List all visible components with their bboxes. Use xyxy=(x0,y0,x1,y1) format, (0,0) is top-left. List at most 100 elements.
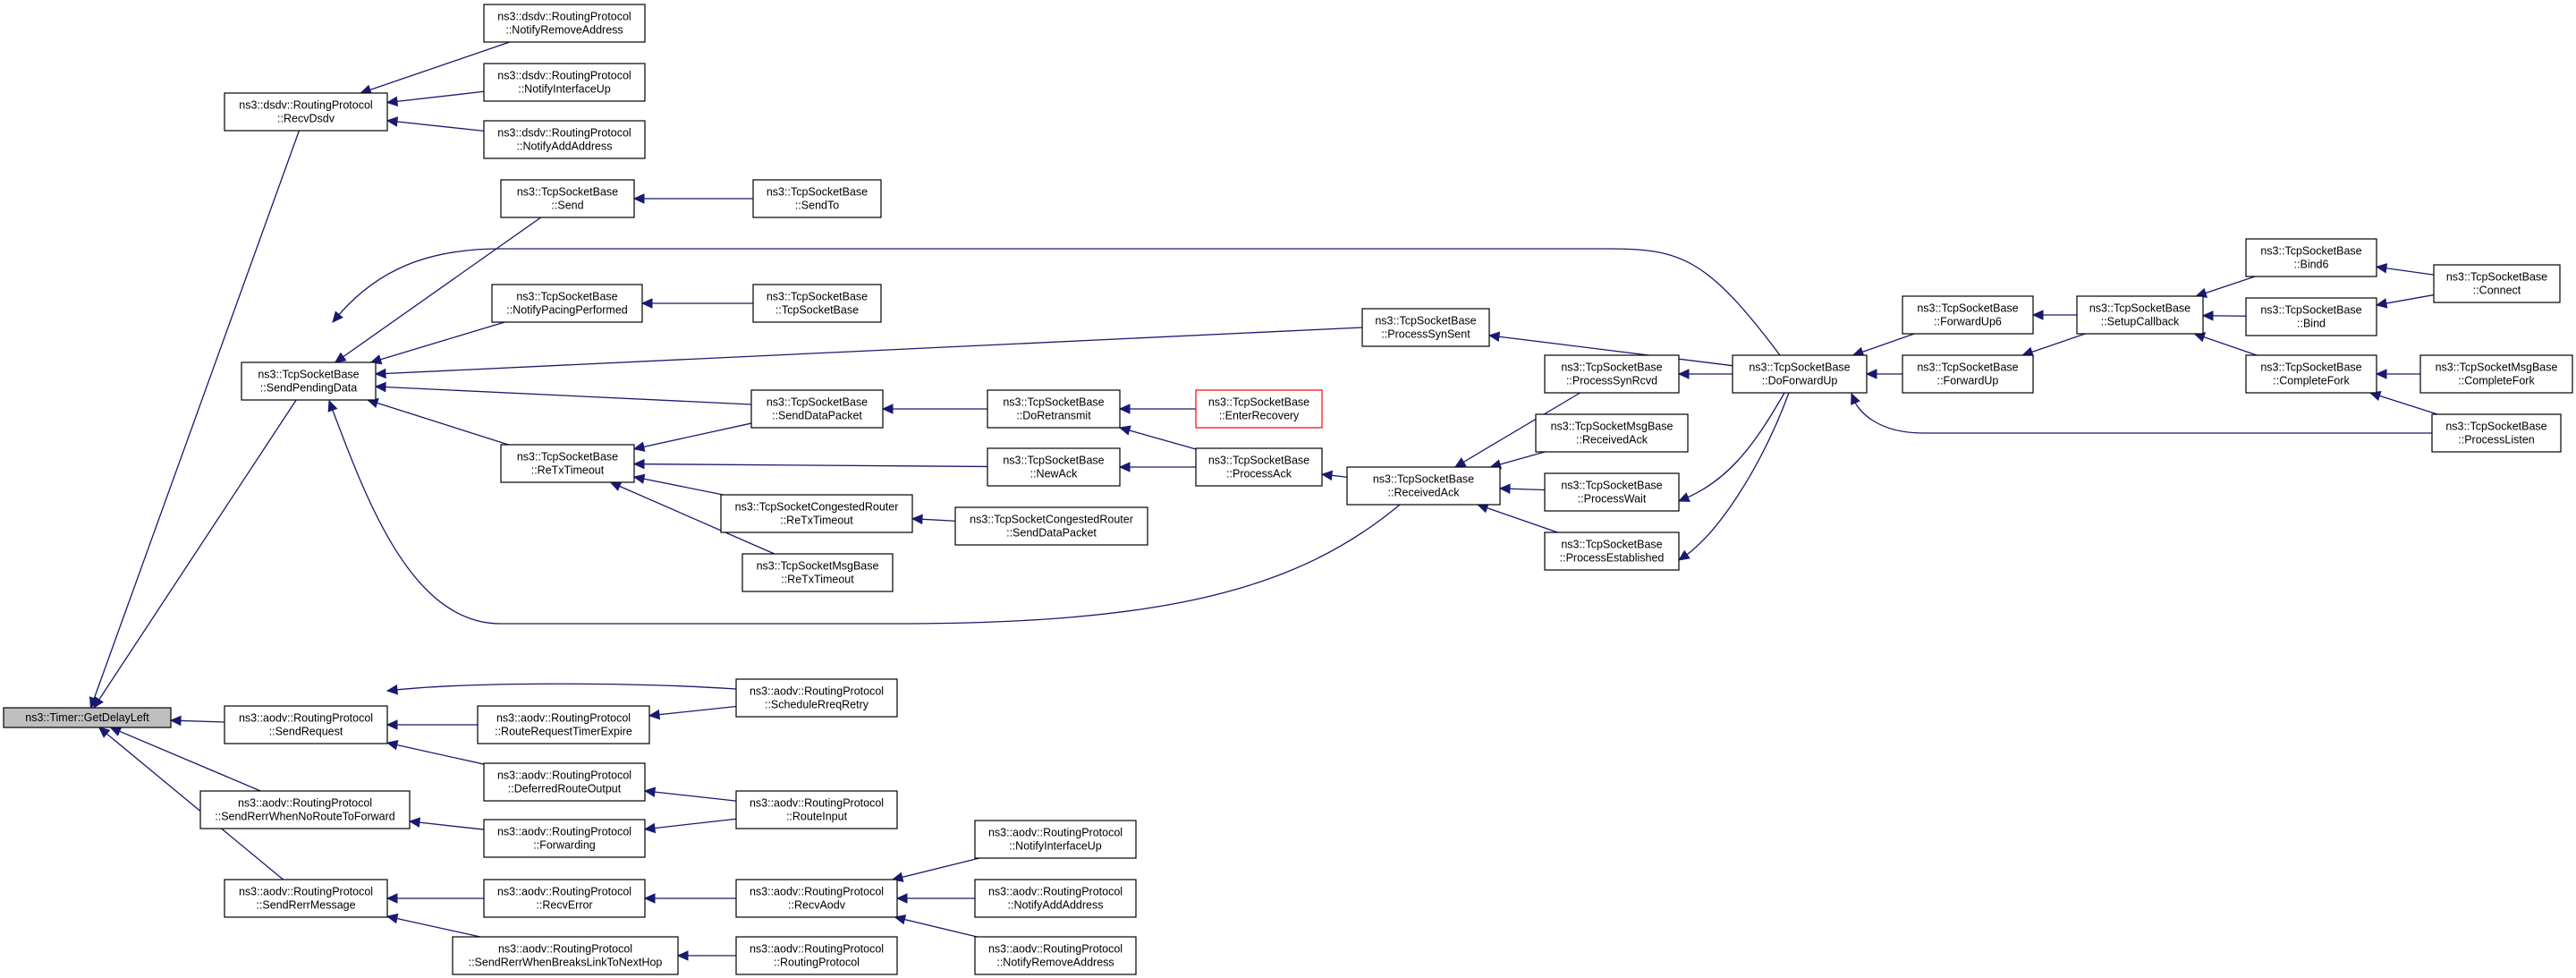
node-aodv-forwarding[interactable]: ns3::aodv::RoutingProtocol::Forwarding xyxy=(483,819,646,858)
node-box[interactable] xyxy=(987,447,1121,487)
node-box[interactable] xyxy=(224,879,388,918)
node-box[interactable] xyxy=(752,179,882,218)
node-box[interactable] xyxy=(1544,354,1680,394)
node-box[interactable] xyxy=(452,936,679,975)
node-box[interactable] xyxy=(1195,389,1323,429)
node-msg-receivedack[interactable]: ns3::TcpSocketMsgBase::ReceivedAck xyxy=(1535,413,1689,453)
node-tcp-synrcvd[interactable]: ns3::TcpSocketBase::ProcessSynRcvd xyxy=(1544,354,1680,394)
node-aodv-ctor[interactable]: ns3::aodv::RoutingProtocol::RoutingProto… xyxy=(735,936,898,975)
node-tcp-established[interactable]: ns3::TcpSocketBase::ProcessEstablished xyxy=(1544,532,1680,571)
node-cong-retx[interactable]: ns3::TcpSocketCongestedRouter::ReTxTimeo… xyxy=(720,494,913,533)
node-aodv-recvaodv[interactable]: ns3::aodv::RoutingProtocol::RecvAodv xyxy=(735,879,898,918)
node-tcp-forwardup[interactable]: ns3::TcpSocketBase::ForwardUp xyxy=(1902,354,2034,394)
node-box[interactable] xyxy=(1732,354,1868,394)
node-tcp-setupcallback[interactable]: ns3::TcpSocketBase::SetupCallback xyxy=(2076,295,2204,335)
node-box[interactable] xyxy=(1535,413,1689,453)
node-box[interactable] xyxy=(3,707,172,728)
node-box[interactable] xyxy=(735,678,898,718)
node-tcp-doforwardup[interactable]: ns3::TcpSocketBase::DoForwardUp xyxy=(1732,354,1868,394)
node-box[interactable] xyxy=(987,389,1121,429)
node-box[interactable] xyxy=(1902,295,2034,335)
node-box[interactable] xyxy=(974,936,1137,975)
node-box[interactable] xyxy=(1361,308,1490,347)
node-box[interactable] xyxy=(483,819,646,858)
node-box[interactable] xyxy=(2419,354,2573,394)
node-tcp-newack[interactable]: ns3::TcpSocketBase::NewAck xyxy=(987,447,1121,487)
node-aodv-recverror[interactable]: ns3::aodv::RoutingProtocol::RecvError xyxy=(483,879,646,918)
node-box[interactable] xyxy=(483,63,646,102)
node-tcp-bind[interactable]: ns3::TcpSocketBase::Bind xyxy=(2245,297,2377,336)
node-box[interactable] xyxy=(974,820,1137,859)
node-tcp-synsent[interactable]: ns3::TcpSocketBase::ProcessSynSent xyxy=(1361,308,1490,347)
node-box[interactable] xyxy=(2245,297,2377,336)
node-box[interactable] xyxy=(954,506,1148,546)
node-cong-senddatapacket[interactable]: ns3::TcpSocketCongestedRouter::SendDataP… xyxy=(954,506,1148,546)
node-tcp-processack[interactable]: ns3::TcpSocketBase::ProcessAck xyxy=(1195,447,1323,487)
node-box[interactable] xyxy=(483,879,646,918)
node-aodv-notify-up[interactable]: ns3::aodv::RoutingProtocol::NotifyInterf… xyxy=(974,820,1137,859)
node-box[interactable] xyxy=(1544,532,1680,571)
node-msg-retx[interactable]: ns3::TcpSocketMsgBase::ReTxTimeout xyxy=(741,553,894,592)
node-tcp-senddatapacket[interactable]: ns3::TcpSocketBase::SendDataPacket xyxy=(750,389,884,429)
node-box[interactable] xyxy=(974,879,1137,918)
node-tcp-completefork[interactable]: ns3::TcpSocketBase::CompleteFork xyxy=(2245,354,2377,394)
node-root[interactable]: ns3::Timer::GetDelayLeft xyxy=(3,707,172,728)
node-msg-completefork[interactable]: ns3::TcpSocketMsgBase::CompleteFork xyxy=(2419,354,2573,394)
node-tcp-forwardup6[interactable]: ns3::TcpSocketBase::ForwardUp6 xyxy=(1902,295,2034,335)
node-aodv-notify-add[interactable]: ns3::aodv::RoutingProtocol::NotifyAddAdd… xyxy=(974,879,1137,918)
node-dsdv-notify-add[interactable]: ns3::dsdv::RoutingProtocol::NotifyAddAdd… xyxy=(483,120,646,159)
node-tcp-send[interactable]: ns3::TcpSocketBase::Send xyxy=(500,179,635,218)
node-box[interactable] xyxy=(224,705,388,744)
node-box[interactable] xyxy=(1902,354,2034,394)
node-aodv-schedulereqretry[interactable]: ns3::aodv::RoutingProtocol::ScheduleRreq… xyxy=(735,678,898,718)
node-box[interactable] xyxy=(1346,466,1501,506)
node-tcp-sendto[interactable]: ns3::TcpSocketBase::SendTo xyxy=(752,179,882,218)
node-aodv-breakslink[interactable]: ns3::aodv::RoutingProtocol::SendRerrWhen… xyxy=(452,936,679,975)
node-box[interactable] xyxy=(199,790,411,829)
node-tcp-enterrecovery[interactable]: ns3::TcpSocketBase::EnterRecovery xyxy=(1195,389,1323,429)
node-box[interactable] xyxy=(483,4,646,43)
node-tcp-ctor[interactable]: ns3::TcpSocketBase::TcpSocketBase xyxy=(752,284,882,323)
node-box[interactable] xyxy=(2245,238,2377,277)
node-box[interactable] xyxy=(224,92,388,132)
node-box[interactable] xyxy=(741,553,894,592)
node-box[interactable] xyxy=(2431,413,2562,453)
node-box[interactable] xyxy=(500,444,635,483)
node-aodv-sendrequest[interactable]: ns3::aodv::RoutingProtocol::SendRequest xyxy=(224,705,388,744)
node-box[interactable] xyxy=(2433,264,2561,303)
node-box[interactable] xyxy=(1544,472,1680,512)
node-tcp-processlisten[interactable]: ns3::TcpSocketBase::ProcessListen xyxy=(2431,413,2562,453)
node-box[interactable] xyxy=(750,389,884,429)
node-box[interactable] xyxy=(241,361,377,401)
node-dsdv-recv[interactable]: ns3::dsdv::RoutingProtocol::RecvDsdv xyxy=(224,92,388,132)
node-box[interactable] xyxy=(735,790,898,829)
node-box[interactable] xyxy=(483,120,646,159)
node-box[interactable] xyxy=(483,762,646,802)
node-box[interactable] xyxy=(2245,354,2377,394)
node-tcp-connect[interactable]: ns3::TcpSocketBase::Connect xyxy=(2433,264,2561,303)
node-tcp-receivedack[interactable]: ns3::TcpSocketBase::ReceivedAck xyxy=(1346,466,1501,506)
node-dsdv-notify-up[interactable]: ns3::dsdv::RoutingProtocol::NotifyInterf… xyxy=(483,63,646,102)
node-tcp-bind6[interactable]: ns3::TcpSocketBase::Bind6 xyxy=(2245,238,2377,277)
node-tcp-pacing[interactable]: ns3::TcpSocketBase::NotifyPacingPerforme… xyxy=(491,284,643,323)
node-aodv-deferredroute[interactable]: ns3::aodv::RoutingProtocol::DeferredRout… xyxy=(483,762,646,802)
node-aodv-senderrmsg[interactable]: ns3::aodv::RoutingProtocol::SendRerrMess… xyxy=(224,879,388,918)
node-dsdv-notify-remove[interactable]: ns3::dsdv::RoutingProtocol::NotifyRemove… xyxy=(483,4,646,43)
node-box[interactable] xyxy=(752,284,882,323)
node-tcp-retx[interactable]: ns3::TcpSocketBase::ReTxTimeout xyxy=(500,444,635,483)
node-box[interactable] xyxy=(477,705,650,744)
node-aodv-routeinput[interactable]: ns3::aodv::RoutingProtocol::RouteInput xyxy=(735,790,898,829)
node-box[interactable] xyxy=(720,494,913,533)
node-box[interactable] xyxy=(735,936,898,975)
node-aodv-notify-remove[interactable]: ns3::aodv::RoutingProtocol::NotifyRemove… xyxy=(974,936,1137,975)
node-box[interactable] xyxy=(500,179,635,218)
node-box[interactable] xyxy=(735,879,898,918)
node-tcp-doretransmit[interactable]: ns3::TcpSocketBase::DoRetransmit xyxy=(987,389,1121,429)
node-box[interactable] xyxy=(491,284,643,323)
node-aodv-senderrnoroute[interactable]: ns3::aodv::RoutingProtocol::SendRerrWhen… xyxy=(199,790,411,829)
node-tcp-sendpending[interactable]: ns3::TcpSocketBase::SendPendingData xyxy=(241,361,377,401)
node-box[interactable] xyxy=(2076,295,2204,335)
node-aodv-routereqexpire[interactable]: ns3::aodv::RoutingProtocol::RouteRequest… xyxy=(477,705,650,744)
node-box[interactable] xyxy=(1195,447,1323,487)
node-tcp-wait[interactable]: ns3::TcpSocketBase::ProcessWait xyxy=(1544,472,1680,512)
